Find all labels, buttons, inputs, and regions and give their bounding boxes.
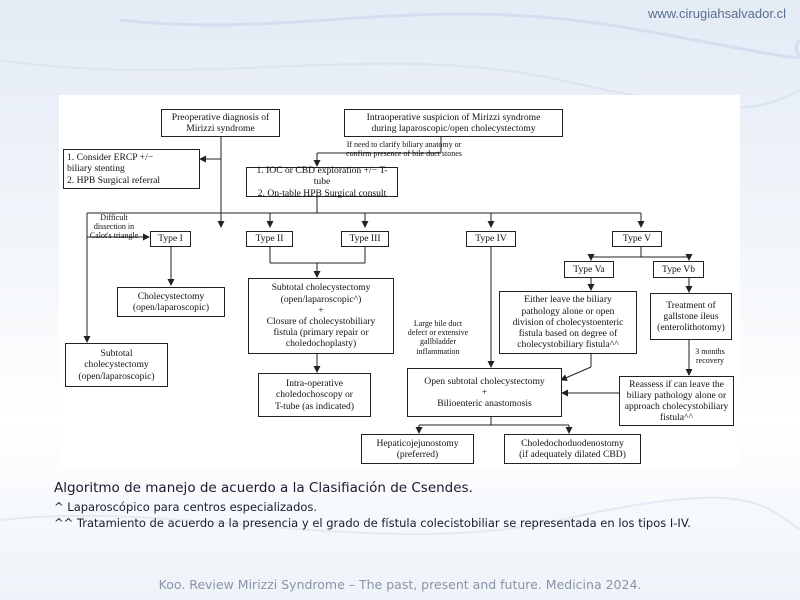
node-cholecystectomy: Cholecystectomy (open/laparoscopic) xyxy=(117,287,225,317)
node-hepaticojejunostomy: Hepaticojejunostomy (preferred) xyxy=(361,434,474,464)
label-clarify-anatomy: If need to clarify biliary anatomy or co… xyxy=(346,140,462,159)
footer-reference: Koo. Review Mirizzi Syndrome – The past,… xyxy=(158,577,642,592)
node-type-va: Type Va xyxy=(564,261,614,278)
caption-note-laparoscopic: ^ Laparoscópico para centros especializa… xyxy=(54,500,318,514)
node-intraoperative-suspicion: Intraoperative suspicion of Mirizzi synd… xyxy=(344,109,563,137)
flowchart-connectors xyxy=(83,137,693,434)
flowchart-figure: Preoperative diagnosis of Mirizzi syndro… xyxy=(59,95,740,466)
node-type-ii: Type II xyxy=(246,231,293,247)
node-type-iv: Type IV xyxy=(466,231,516,247)
node-type-i: Type I xyxy=(150,231,191,247)
caption-note-treatment: ^^ Tratamiento de acuerdo a la presencia… xyxy=(54,516,691,530)
node-subtotal-types-ii-iii: Subtotal cholecystectomy (open/laparosco… xyxy=(248,278,394,354)
label-three-months-recovery: 3 months recovery xyxy=(695,347,725,366)
node-type-v: Type V xyxy=(612,231,662,247)
label-large-bile-duct-defect: Large bile duct defect or extensive gall… xyxy=(407,319,469,356)
node-ioc-cbd-exploration: 1. IOC or CBD exploration +/− T-tube 2. … xyxy=(246,165,398,199)
node-type-vb: Type Vb xyxy=(653,261,704,278)
node-type-iii: Type III xyxy=(341,231,389,247)
node-ercp-referral: 1. Consider ERCP +/− biliary stenting 2.… xyxy=(63,149,200,189)
node-open-subtotal-bilioenteric: Open subtotal cholecystectomy + Bilioent… xyxy=(407,368,562,417)
node-reassess-biliary: Reassess if can leave the biliary pathol… xyxy=(619,376,734,426)
website-url: www.cirugiahsalvador.cl xyxy=(647,6,786,21)
node-either-leave-biliary: Either leave the biliary pathology alone… xyxy=(499,291,637,354)
label-difficult-dissection: Difficult dissection in Calot's triangle xyxy=(89,213,139,241)
node-subtotal-type-i: Subtotal cholecystectomy (open/laparosco… xyxy=(65,343,168,387)
caption-title: Algoritmo de manejo de acuerdo a la Clas… xyxy=(54,480,473,496)
node-preoperative-diagnosis: Preoperative diagnosis of Mirizzi syndro… xyxy=(161,109,280,137)
node-intraoperative-choledochoscopy: Intra-operative choledochoscopy or T-tub… xyxy=(258,373,371,417)
node-treatment-gallstone-ileus: Treatment of gallstone ileus (enterolith… xyxy=(650,293,732,340)
node-choledochoduodenostomy: Choledochoduodenostomy (if adequately di… xyxy=(504,434,641,464)
